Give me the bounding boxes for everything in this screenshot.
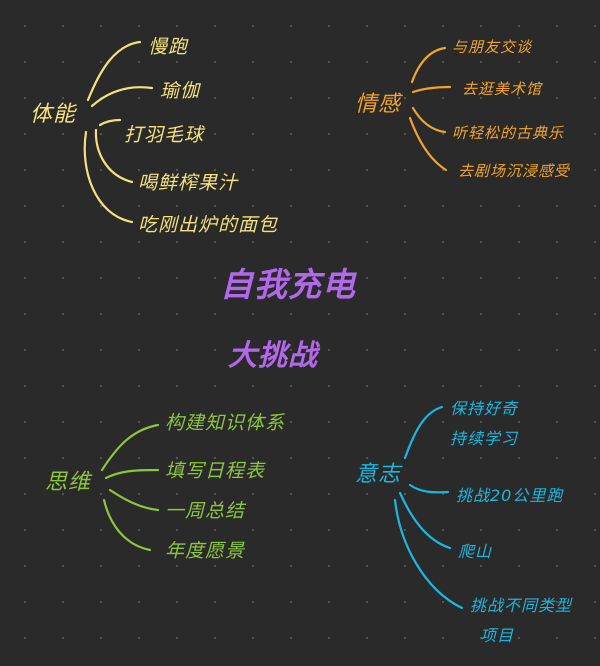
- physical-item: 打羽毛球: [124, 124, 205, 146]
- physical-item: 吃刚出炉的面包: [138, 214, 279, 236]
- emotion-item: 与朋友交谈: [452, 38, 533, 56]
- emotion-item: 听轻松的古典乐: [452, 124, 565, 142]
- mind-item: 一周总结: [165, 500, 246, 522]
- will-item: 持续学习: [450, 429, 519, 448]
- mind-item: 年度愿景: [165, 540, 246, 562]
- will-item: 挑战不同类型: [470, 596, 573, 615]
- emotion-item: 去逛美术馆: [462, 80, 543, 98]
- will-item: 挑战20公里跑: [456, 486, 564, 505]
- physical-connectors: [83, 40, 154, 224]
- will-item: 保持好奇: [450, 399, 519, 418]
- center-title-line1: 自我充电: [220, 265, 356, 304]
- physical-item: 喝鲜榨果汁: [138, 172, 239, 194]
- emotion-item: 去剧场沉浸感受: [458, 162, 571, 180]
- emotion-connectors: [408, 46, 452, 172]
- branch-emotion-label: 情感: [355, 92, 402, 117]
- will-connectors: [393, 405, 464, 610]
- branch-mind-label: 思维: [45, 470, 92, 495]
- branch-will-label: 意志: [355, 462, 402, 487]
- physical-item: 慢跑: [148, 36, 189, 58]
- branch-physical-label: 体能: [30, 102, 77, 127]
- physical-item: 瑜伽: [160, 80, 201, 102]
- will-item: 爬山: [458, 542, 493, 561]
- mind-item: 填写日程表: [165, 460, 266, 482]
- center-title-line2: 大挑战: [228, 338, 319, 372]
- will-item: 项目: [480, 626, 515, 645]
- mind-item: 构建知识体系: [165, 412, 286, 434]
- mind-connectors: [100, 423, 160, 552]
